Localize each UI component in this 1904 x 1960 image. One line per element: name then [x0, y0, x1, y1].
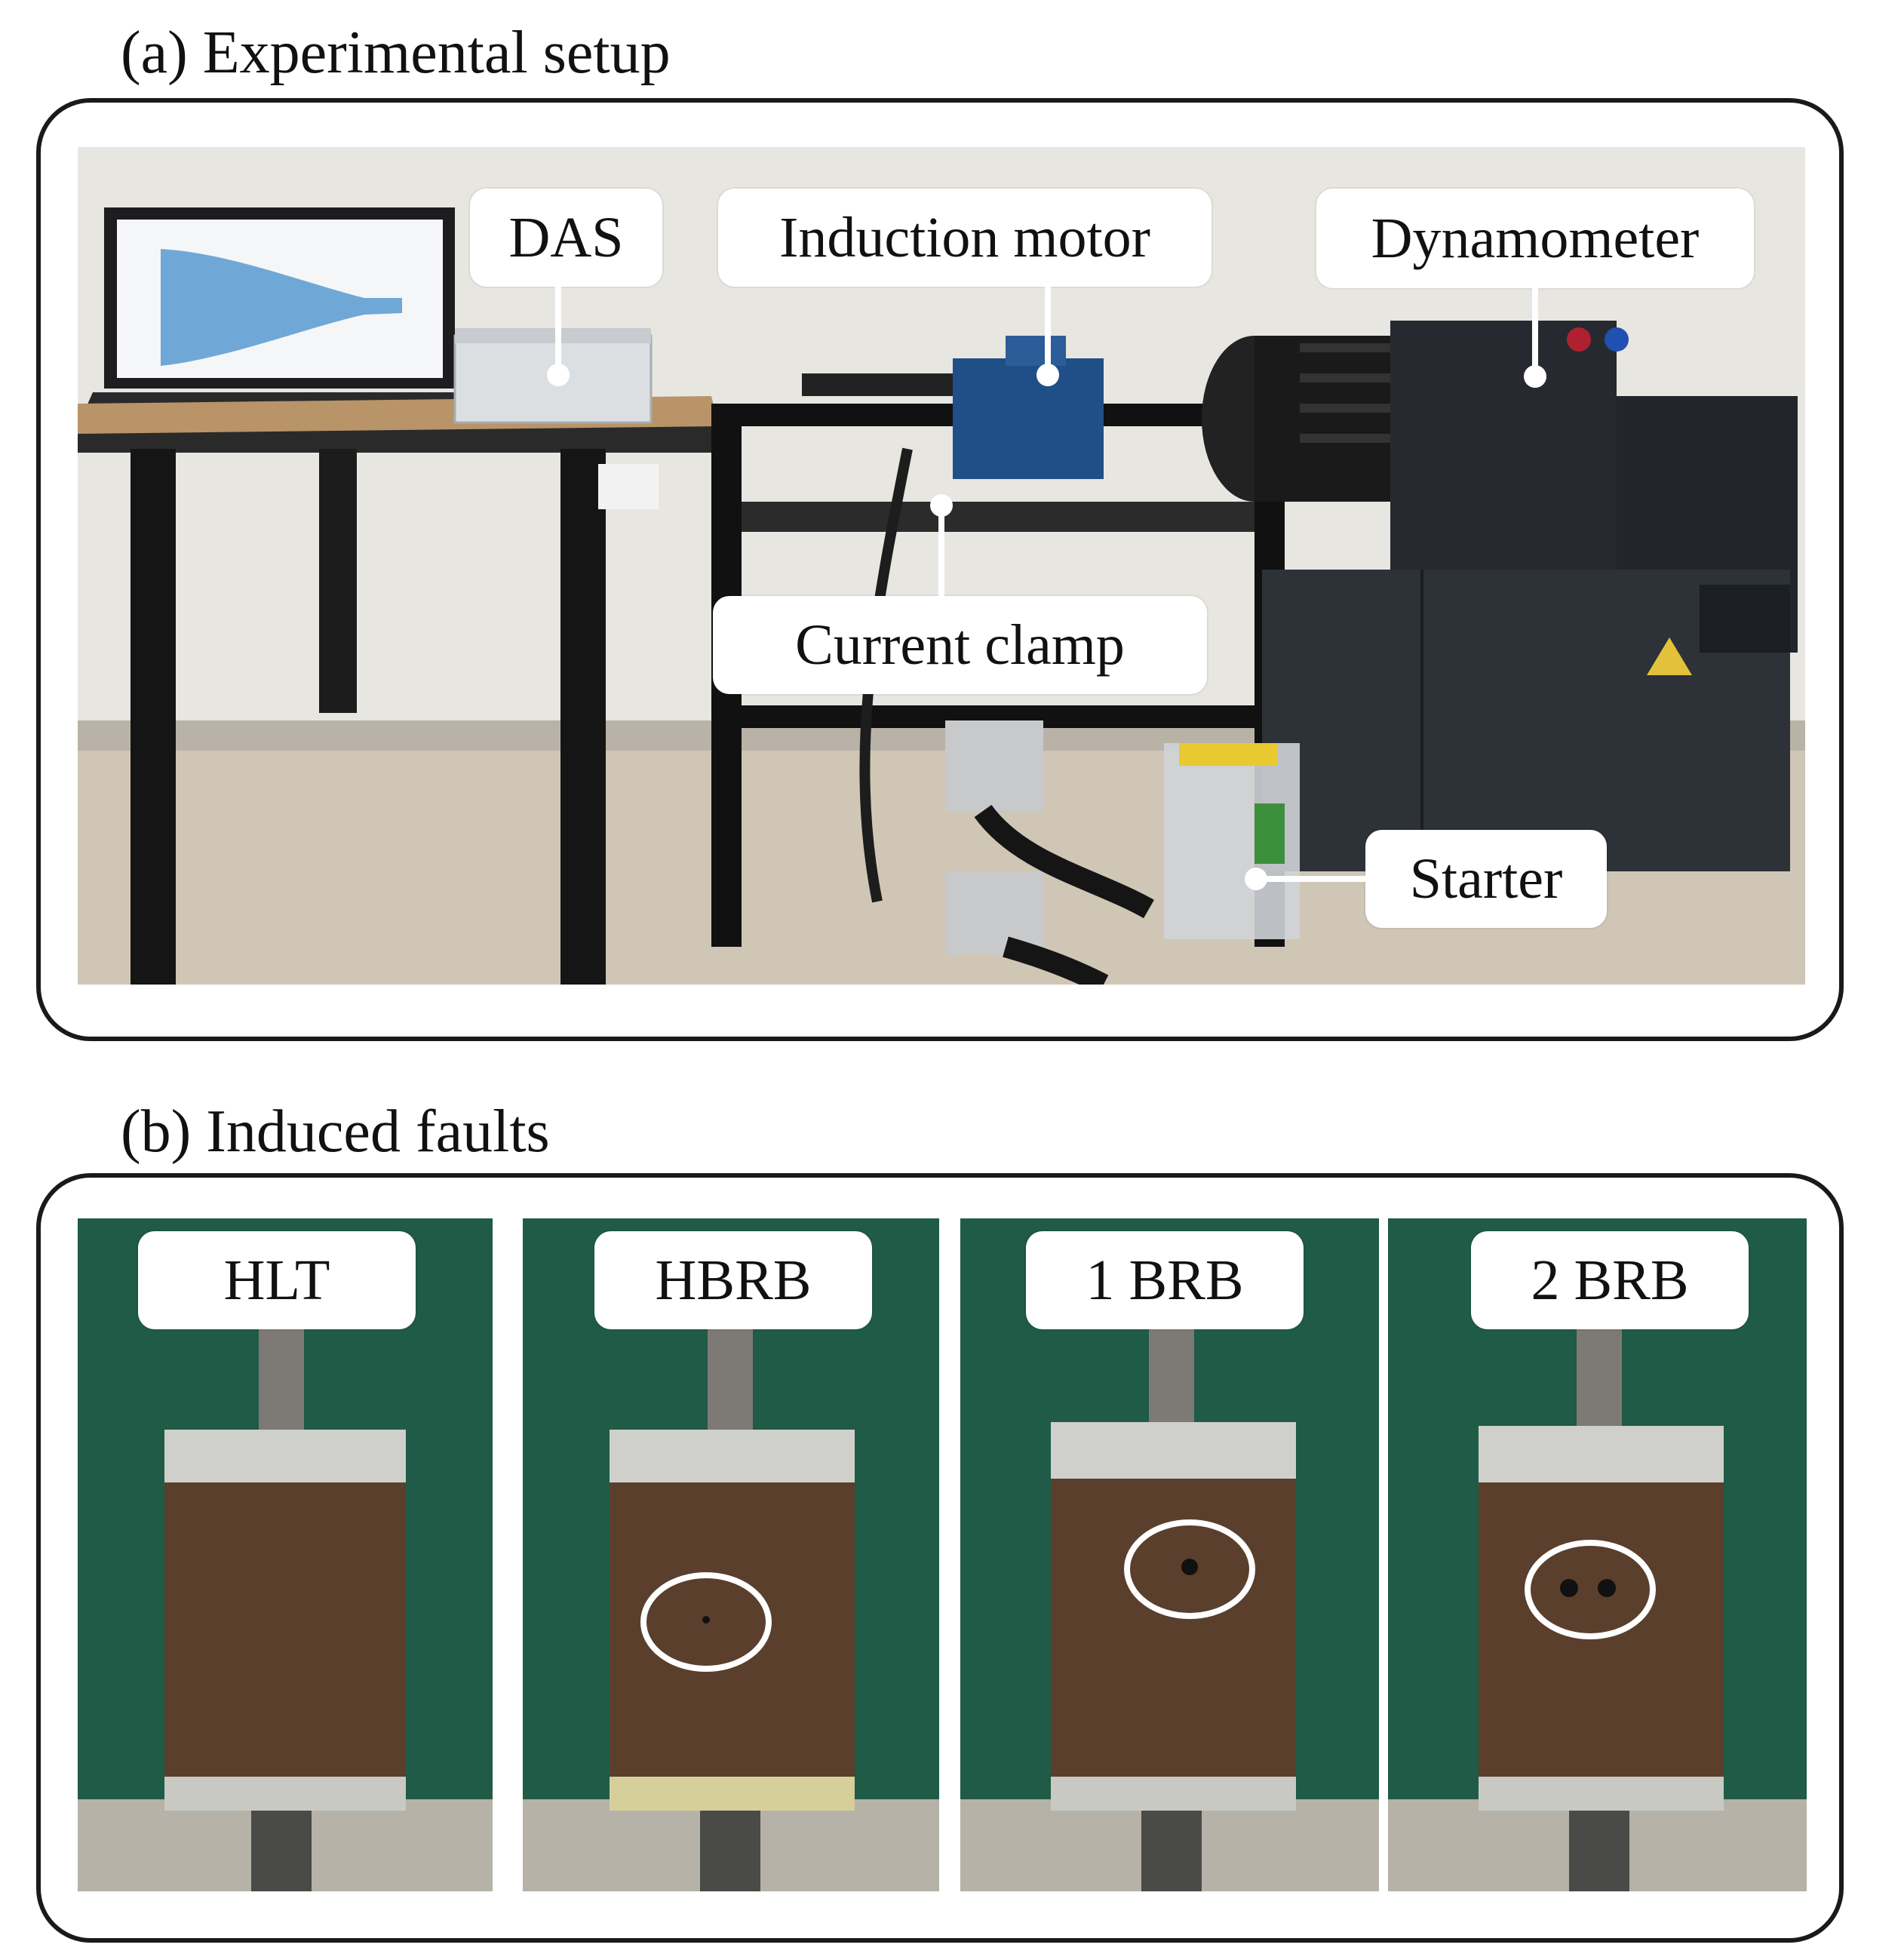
label-hlt: HLT: [138, 1231, 416, 1329]
label-das: DAS: [470, 189, 662, 287]
leader-dot-induction-motor: [1036, 364, 1059, 386]
label-hbrb: HBRB: [594, 1231, 872, 1329]
rotor-photo-hlt: [78, 1218, 493, 1891]
leader-dot-das: [547, 364, 570, 386]
leader-current-clamp: [938, 509, 944, 596]
label-1brb: 1 BRB: [1026, 1231, 1304, 1329]
rotor-photo-2brb: [1388, 1218, 1807, 1891]
leader-dot-dynamometer: [1524, 365, 1546, 388]
panel-a-title: (a) Experimental setup: [121, 20, 671, 86]
label-dynamometer: Dynamometer: [1316, 189, 1754, 288]
label-current-clamp: Current clamp: [713, 596, 1207, 694]
leader-induction-motor: [1045, 287, 1051, 370]
panel-b-title: (b) Induced faults: [121, 1098, 550, 1165]
rotor-photo-1brb: [960, 1218, 1379, 1891]
rotor-photo-hbrb: [523, 1218, 939, 1891]
leader-dot-current-clamp: [930, 494, 953, 517]
leader-dot-starter: [1245, 868, 1267, 890]
leader-das: [555, 287, 561, 370]
leader-dynamometer: [1532, 288, 1538, 371]
label-induction-motor: Induction motor: [718, 189, 1211, 287]
leader-starter: [1260, 876, 1365, 882]
label-starter: Starter: [1365, 830, 1607, 928]
label-2brb: 2 BRB: [1471, 1231, 1749, 1329]
